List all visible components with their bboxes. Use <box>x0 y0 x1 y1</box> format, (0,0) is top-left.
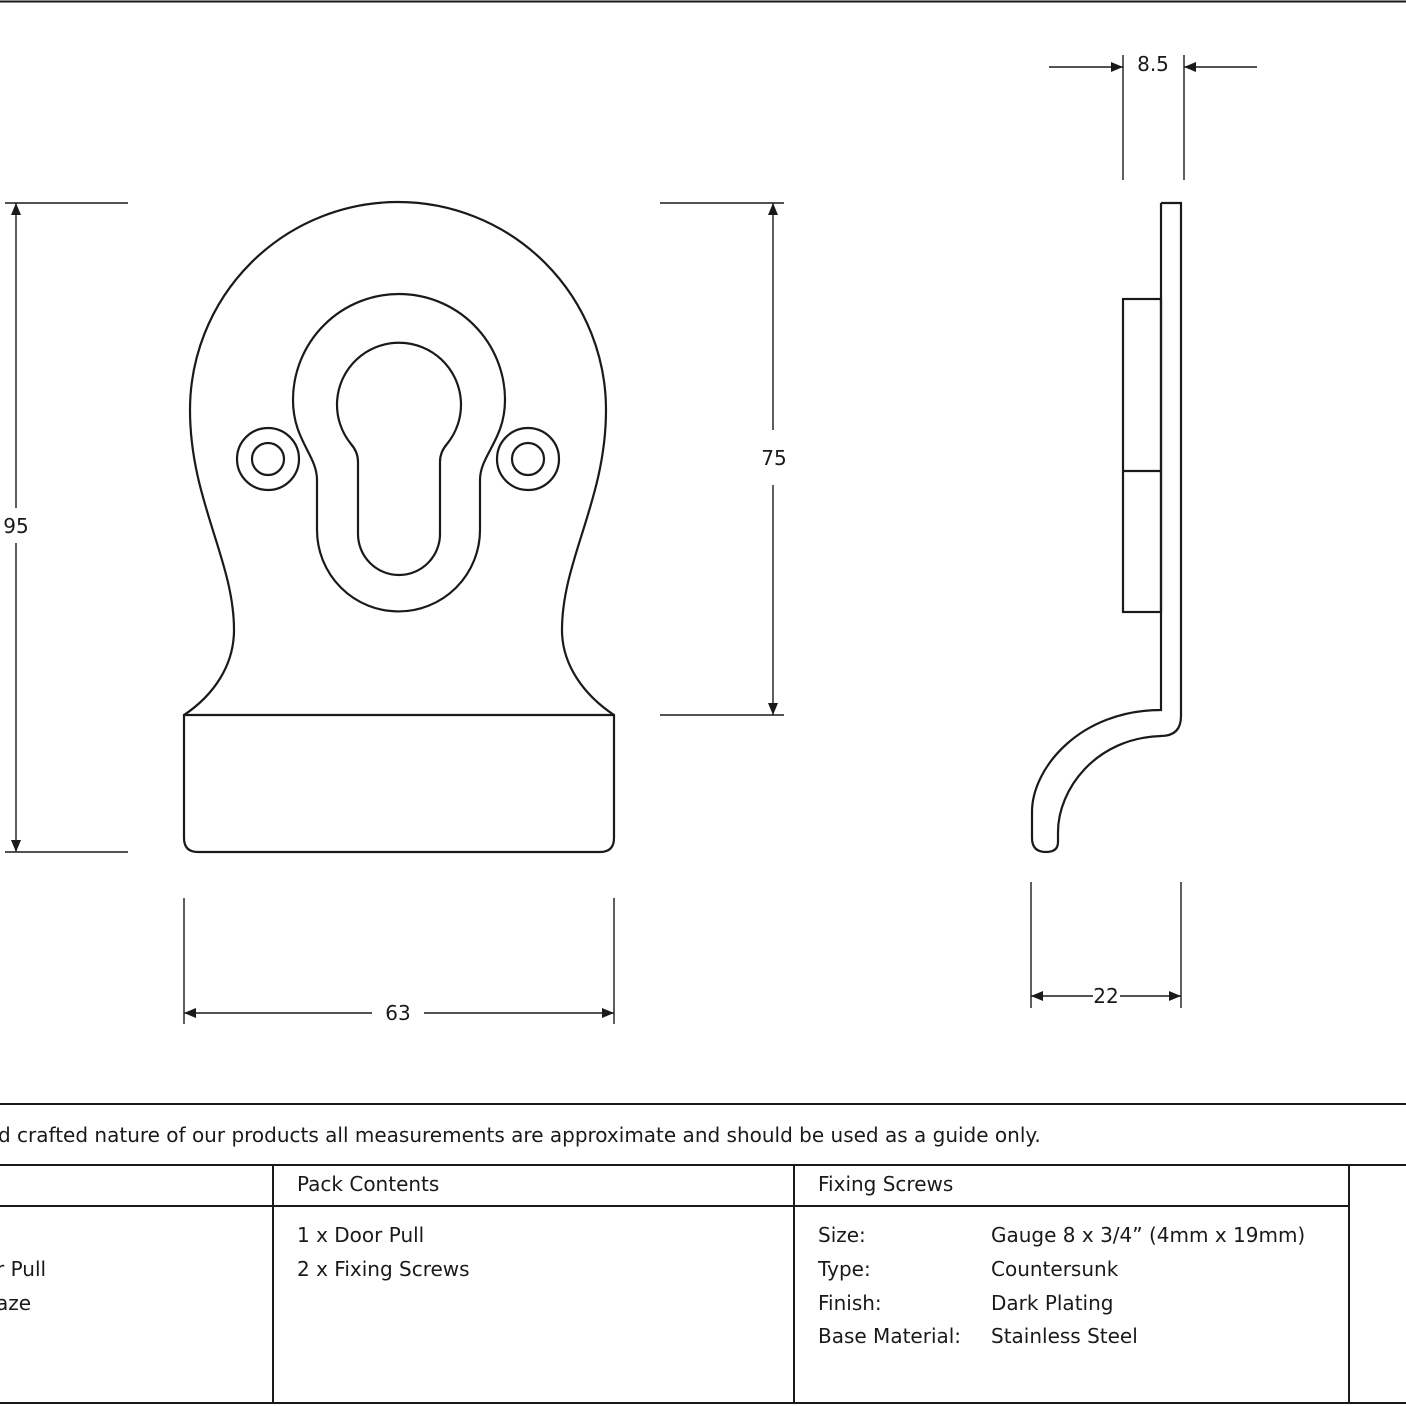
screw-type-value: Countersunk <box>991 1257 1119 1281</box>
dim-depth: 8.5 <box>1137 52 1169 76</box>
side-cylinder-block <box>1121 297 1163 614</box>
col1-line-2: aze <box>0 1291 31 1315</box>
front-plate-outline <box>183 200 615 716</box>
side-plate-and-handle <box>1030 201 1183 854</box>
screw-hole-left-inner <box>250 441 286 477</box>
screw-size-value: Gauge 8 x 3/4” (4mm x 19mm) <box>991 1223 1305 1247</box>
euro-cylinder-cutout <box>335 341 463 577</box>
front-view <box>182 200 616 854</box>
col1-line-1: r Pull <box>0 1257 46 1281</box>
front-grip-bar <box>182 713 616 854</box>
screw-material-value: Stainless Steel <box>991 1324 1138 1348</box>
pack-contents-header: Pack Contents <box>297 1172 439 1196</box>
screw-size-label: Size: <box>818 1223 866 1247</box>
measurement-notice: d crafted nature of our products all mea… <box>0 1123 1041 1147</box>
screw-type-label: Type: <box>817 1257 871 1281</box>
screw-hole-right-inner <box>510 441 546 477</box>
keyhole-rose <box>291 292 507 613</box>
screw-finish-label: Finish: <box>818 1291 882 1315</box>
dim-height-total: 95 <box>3 514 28 538</box>
screw-finish-value: Dark Plating <box>991 1291 1113 1315</box>
screw-material-label: Base Material: <box>818 1324 961 1348</box>
screw-hole-left-outer <box>235 426 301 492</box>
dim-width: 63 <box>385 1001 410 1025</box>
pack-item: 1 x Door Pull <box>297 1223 424 1247</box>
dim-projection: 22 <box>1093 984 1118 1008</box>
fixing-screws-header: Fixing Screws <box>818 1172 953 1196</box>
side-view <box>1030 201 1183 854</box>
pack-item: 2 x Fixing Screws <box>297 1257 470 1281</box>
dim-height-upper: 75 <box>761 446 786 470</box>
info-table-lines <box>0 1103 1406 1404</box>
dimension-lines <box>5 55 1257 1024</box>
screw-hole-right-outer <box>495 426 561 492</box>
